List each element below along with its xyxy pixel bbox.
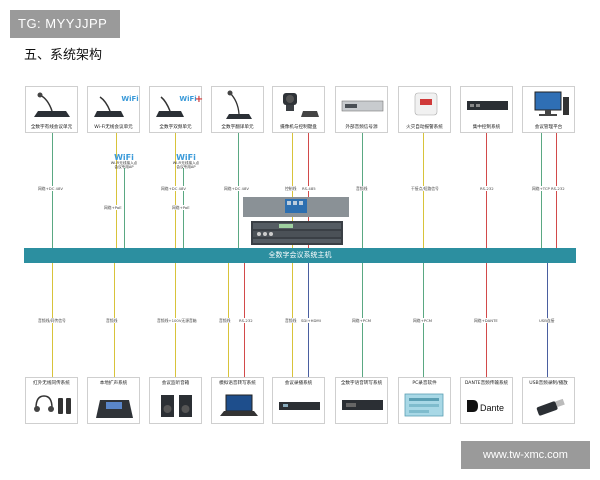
link-label: 音频线 bbox=[285, 318, 297, 323]
computer-monitor-icon bbox=[534, 91, 569, 116]
link-label: 音频线/同传信号 bbox=[38, 318, 66, 323]
page-title: 五、系统架构 bbox=[24, 48, 103, 63]
mixer-console-icon bbox=[96, 400, 133, 418]
device-usb-record-playback: USB音频录制/播放 bbox=[522, 377, 575, 424]
recorder-icon bbox=[279, 402, 320, 410]
watermark-bottom: www.tw-xmc.com bbox=[461, 441, 590, 469]
device-recording-broadcast: 会议录播系统 bbox=[272, 377, 325, 424]
device-management-platform: 会议管理平台 bbox=[522, 86, 575, 133]
svg-text:WiFi: WiFi bbox=[121, 95, 138, 103]
link-label: 网络+PoE bbox=[172, 205, 190, 210]
link-label: 网络+DANTE bbox=[474, 318, 498, 323]
link-label: 网络+PCM bbox=[413, 318, 432, 323]
wifi-icon: WiFi bbox=[114, 153, 134, 162]
link-label: 音频线 bbox=[219, 318, 231, 323]
link-label: 网络+DC 48V bbox=[161, 186, 186, 191]
device-monitor-speakers: 会议监听音箱 bbox=[149, 377, 202, 424]
wifi-microphone-plus-icon: WiFi + bbox=[156, 94, 203, 117]
link-label: 音频线 bbox=[356, 186, 368, 191]
link-label: 网络+TCP bbox=[532, 186, 550, 191]
svg-text:WiFi: WiFi bbox=[179, 95, 196, 103]
link-label: 音频线 bbox=[106, 318, 118, 323]
link-label: RS-232 bbox=[480, 186, 494, 191]
watermark-top: TG: MYYJJPP bbox=[10, 10, 120, 38]
monitor-speaker-icon bbox=[161, 395, 192, 417]
link-line bbox=[116, 133, 117, 248]
device-digital-transcription: 全数字语音转写系统 bbox=[335, 377, 388, 424]
device-translation-unit: 全数字翻译单元 bbox=[211, 86, 264, 133]
link-label: 网络+PCM bbox=[352, 318, 371, 323]
link-label: USB连接 bbox=[539, 318, 555, 323]
svg-text:WiFi: WiFi bbox=[114, 153, 134, 162]
device-dual-band-unit: WiFi + 全数字双频单元 bbox=[149, 86, 203, 133]
laptop-icon bbox=[220, 394, 258, 416]
link-label: 音频线+100V无源音箱 bbox=[157, 318, 197, 323]
wifi-icon: WiFi bbox=[176, 153, 196, 162]
svg-text:WiFi: WiFi bbox=[176, 153, 196, 162]
device-external-audio-source: 外部音频信号源 bbox=[335, 86, 388, 133]
link-label: 网络+DC 48V bbox=[224, 186, 249, 191]
device-pc-recording-software: PC录音软件 bbox=[398, 377, 451, 424]
dante-logo-icon: Dante bbox=[467, 400, 504, 413]
link-label: RS-232 bbox=[551, 186, 565, 191]
link-label: 干接点/短路信号 bbox=[411, 186, 439, 191]
link-label: 网络+PoE bbox=[104, 205, 122, 210]
link-label: RS-485 bbox=[302, 186, 316, 191]
fire-alarm-icon bbox=[414, 92, 438, 116]
link-label: RS-232 bbox=[239, 318, 253, 323]
device-central-control: 集中控制系统 bbox=[460, 86, 513, 133]
link-line bbox=[124, 168, 125, 248]
gooseneck-microphone-icon bbox=[226, 90, 252, 119]
infrared-headset-icon bbox=[34, 395, 71, 414]
camera-keyboard-icon bbox=[283, 93, 319, 117]
device-analog-transcription: 模拟语音转写系统 bbox=[211, 377, 264, 424]
wifi-access-point: WiFi Wi-Fi无线接入点会议专用AP bbox=[172, 148, 200, 178]
main-host-bus: 全数字会议系统主机 bbox=[24, 248, 576, 263]
link-label: SDI+HDMI bbox=[301, 318, 321, 323]
device-dante-transmission: DANTE音频传输系统 Dante bbox=[460, 377, 513, 424]
desk-microphone-icon bbox=[34, 92, 70, 117]
svg-text:+: + bbox=[195, 94, 203, 105]
main-host-device-icon bbox=[243, 197, 349, 247]
wifi-access-point: WiFi Wi-Fi无线接入点会议专用AP bbox=[110, 148, 138, 178]
link-label: 网络+DC 48V bbox=[38, 186, 63, 191]
usb-drive-icon bbox=[536, 398, 565, 416]
central-control-icon bbox=[467, 101, 508, 110]
pc-software-icon bbox=[404, 393, 444, 417]
device-infrared-interpretation: 红外无线同传系统 bbox=[25, 377, 78, 424]
device-wifi-conference-unit: WiFi Wi-Fi无线会议单元 bbox=[87, 86, 140, 133]
audio-source-icon bbox=[341, 100, 384, 112]
wifi-microphone-icon: WiFi bbox=[94, 95, 139, 117]
link-label: 控制线 bbox=[285, 186, 297, 191]
svg-text:Dante: Dante bbox=[480, 403, 504, 413]
main-host-label: 全数字会议系统主机 bbox=[268, 251, 332, 259]
device-local-pa: 本地扩声系统 bbox=[87, 377, 140, 424]
device-camera-controller: 摄像机与控制键盘 bbox=[272, 86, 325, 133]
transcriber-icon bbox=[342, 400, 383, 410]
device-wired-conference-unit: 全数字有线会议单元 bbox=[25, 86, 78, 133]
device-fire-alarm: 火灾自动报警系统 bbox=[398, 86, 451, 133]
